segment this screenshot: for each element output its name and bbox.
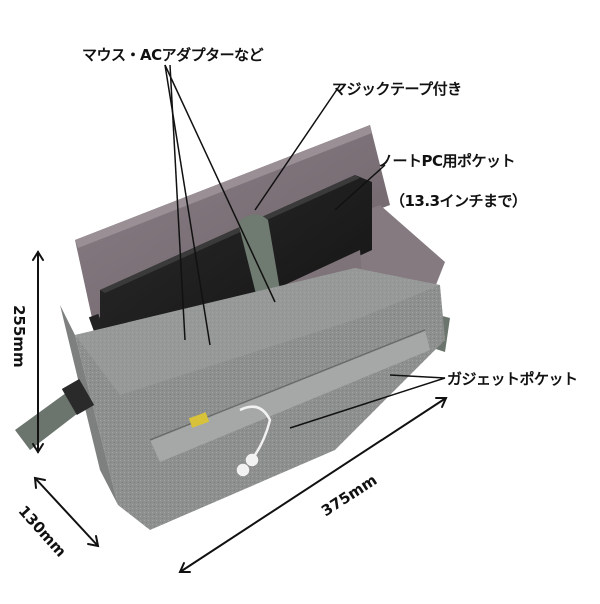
callout-pc-pocket: ノートPC用ポケット [378, 152, 516, 170]
dimension-arrows [32, 250, 448, 573]
callout-gadget-pocket: ガジェットポケット [447, 370, 578, 388]
shoulder-strap-left [15, 379, 95, 450]
callout-mouse-ac: マウス・ACアダプターなど [82, 46, 264, 64]
velcro-strap [238, 214, 280, 302]
callout-pc-pocket-note: （13.3インチまで） [390, 192, 527, 210]
callout-velcro: マジックテープ付き [332, 80, 462, 98]
dimension-height: 255mm [10, 305, 28, 368]
earphones [236, 405, 272, 477]
bag-body [60, 268, 445, 530]
callout-lines [164, 64, 446, 429]
